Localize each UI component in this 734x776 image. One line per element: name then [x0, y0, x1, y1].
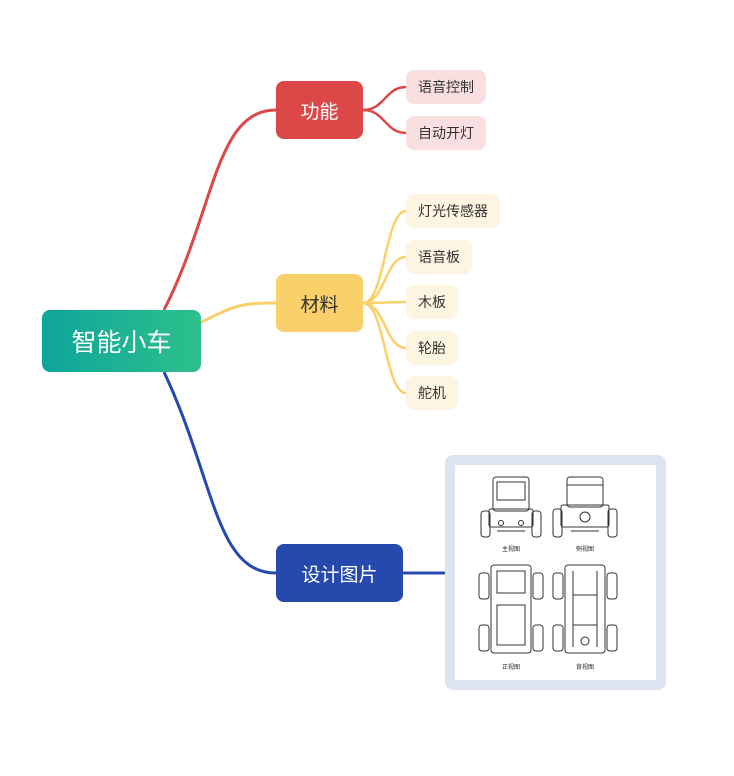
- caption-main-view: 主视图: [502, 545, 520, 553]
- design-image-attachment[interactable]: 主视图 侧视图 正视图 背视图: [445, 455, 666, 690]
- connector-materials-leaf-4: [362, 301, 407, 395]
- leaf-voice-board-label: 语音板: [418, 250, 460, 266]
- leaf-voice-board[interactable]: 语音板: [406, 240, 472, 274]
- leaf-tire-label: 轮胎: [418, 341, 446, 357]
- leaf-tire[interactable]: 轮胎: [406, 331, 458, 365]
- car-side-view: [552, 476, 618, 538]
- connector-materials-leaf-1: [362, 255, 407, 305]
- connector-function-leaf-0: [362, 85, 407, 112]
- leaf-wood-board[interactable]: 木板: [406, 285, 458, 319]
- leaf-servo[interactable]: 舵机: [406, 376, 458, 410]
- root-node-label: 智能小车: [71, 328, 172, 357]
- car-top-view: [478, 564, 544, 654]
- branch-design-images-label: 设计图片: [301, 563, 378, 586]
- branch-function-label: 功能: [300, 100, 339, 123]
- connector-function-leaf-1: [362, 108, 407, 135]
- branch-design-images[interactable]: 设计图片: [276, 544, 403, 602]
- leaf-auto-light-label: 自动开灯: [418, 126, 474, 142]
- leaf-light-sensor-label: 灯光传感器: [418, 204, 488, 220]
- design-image: 主视图 侧视图 正视图 背视图: [455, 465, 656, 680]
- branch-materials-label: 材料: [300, 293, 339, 316]
- caption-front-view: 正视图: [502, 663, 520, 671]
- leaf-auto-light[interactable]: 自动开灯: [406, 116, 486, 150]
- car-views-drawing: 主视图 侧视图 正视图 背视图: [478, 476, 618, 671]
- connector-root-materials: [195, 301, 277, 327]
- car-back-view: [552, 564, 618, 654]
- leaf-voice-control[interactable]: 语音控制: [406, 70, 486, 104]
- car-front-view: [480, 476, 542, 538]
- connector-root-function: [162, 108, 277, 311]
- connector-root-design: [162, 371, 277, 575]
- leaf-light-sensor[interactable]: 灯光传感器: [406, 194, 500, 228]
- leaf-voice-control-label: 语音控制: [418, 80, 474, 96]
- root-node[interactable]: 智能小车: [42, 310, 201, 372]
- branch-materials[interactable]: 材料: [276, 274, 363, 332]
- leaf-wood-board-label: 木板: [418, 295, 446, 311]
- caption-back-view: 背视图: [576, 663, 594, 671]
- caption-side-view: 侧视图: [576, 545, 594, 553]
- branch-function[interactable]: 功能: [276, 81, 363, 139]
- connector-materials-leaf-0: [362, 209, 407, 305]
- connector-materials-leaf-2: [362, 300, 407, 305]
- leaf-servo-label: 舵机: [418, 386, 446, 402]
